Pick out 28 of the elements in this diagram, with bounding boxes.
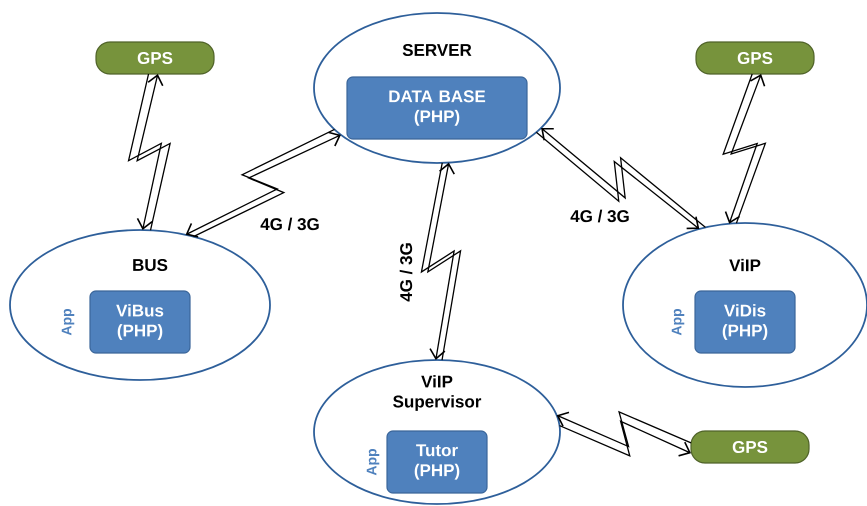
side-label: App: [62, 308, 74, 336]
edge-label: 4G / 3G: [569, 208, 631, 224]
arrow: [128, 74, 162, 230]
ellipse: [9, 229, 271, 381]
arrow: [559, 420, 691, 458]
arrow: [426, 162, 462, 360]
pill-box: GPS: [95, 41, 215, 75]
pill-box: GPS: [690, 430, 810, 464]
edge-label: 4G / 3G: [259, 216, 321, 232]
ellipse: [313, 12, 561, 164]
node-title: ViIP: [729, 258, 760, 272]
ellipse: [313, 359, 561, 505]
arrow: [136, 74, 172, 230]
node-title: ViIP Supervisor: [393, 375, 482, 411]
edge-label: 4G / 3G: [398, 241, 414, 303]
pill-box: GPS: [695, 41, 815, 75]
process-box: ViBus (PHP): [89, 290, 191, 354]
arrow: [730, 74, 766, 224]
node-title: BUS: [133, 258, 168, 272]
process-box: Tutor (PHP): [386, 430, 488, 494]
side-label: App: [672, 308, 684, 336]
side-label: App: [366, 448, 380, 476]
process-box: DATA BASE (PHP): [346, 76, 528, 140]
node-title: SERVER: [402, 44, 472, 56]
arrow: [722, 74, 758, 224]
arrow: [420, 162, 455, 360]
arrow: [556, 410, 692, 448]
process-box: ViDis (PHP): [694, 290, 796, 354]
